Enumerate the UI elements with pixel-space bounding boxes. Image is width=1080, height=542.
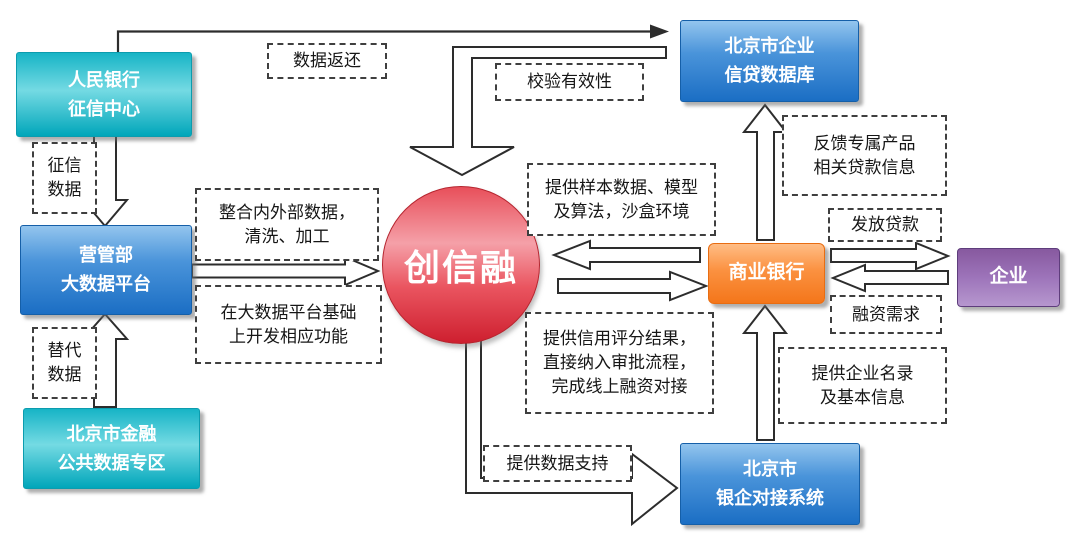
node-label: 商业银行 — [728, 262, 805, 284]
arrow-core-to-bankent — [465, 337, 679, 527]
label-data-return: 数据返还 — [267, 43, 387, 79]
label-credit-data: 征信 数据 — [32, 142, 97, 214]
label-develop-functions: 在大数据平台基础 上开发相应功能 — [195, 285, 382, 364]
arrow-bankent-to-bank — [741, 304, 789, 441]
label-line: 完成线上融资对接 — [551, 376, 688, 396]
label-sample-data-sandbox: 提供样本数据、模型 及算法，沙盒环境 — [527, 163, 716, 236]
label-line: 提供样本数据、模型 — [545, 177, 698, 197]
node-bank-enterprise-system: 北京市 银企对接系统 — [680, 443, 860, 525]
arrow-bank-to-creditdb — [741, 103, 789, 241]
node-commercial-bank: 商业银行 — [708, 243, 825, 304]
label-line: 及基本信息 — [820, 387, 905, 407]
label-financing-demand: 融资需求 — [830, 295, 942, 334]
arrow-bigdata-to-core — [191, 255, 381, 287]
node-label-line: 北京市 — [743, 459, 797, 480]
label-line: 数据返还 — [293, 51, 361, 71]
node-label: 企业 — [989, 266, 1028, 288]
label-line: 在大数据平台基础 — [220, 302, 357, 322]
node-label-line: 人民银行 — [68, 69, 140, 90]
node-enterprise: 企业 — [957, 248, 1060, 307]
label-line: 清洗、加工 — [244, 226, 330, 246]
node-financial-data-zone: 北京市金融 公共数据专区 — [23, 408, 200, 489]
label-feedback-loan-info: 反馈专属产品 相关贷款信息 — [782, 115, 947, 196]
label-line: 提供企业名录 — [811, 363, 914, 383]
node-label-line: 信贷数据库 — [724, 65, 815, 85]
arrow-core-to-bank — [557, 270, 709, 302]
label-credit-score-results: 提供信用评分结果， 直接纳入审批流程， 完成线上融资对接 — [525, 312, 714, 414]
label-line: 征信 — [47, 156, 82, 176]
node-bigdata-platform: 营管部 大数据平台 — [20, 225, 192, 315]
node-label-line: 银企对接系统 — [716, 488, 824, 508]
label-line: 直接纳入审批流程， — [543, 353, 696, 373]
label-line: 数据 — [47, 180, 82, 199]
arrow-bank-to-enterprise — [830, 241, 951, 271]
node-label-line: 北京市金融 — [66, 423, 157, 444]
arrow-bank-to-core — [551, 239, 701, 271]
node-pboc-credit-center: 人民银行 征信中心 — [16, 52, 192, 137]
label-alternative-data: 替代 数据 — [32, 327, 97, 399]
node-enterprise-credit-database: 北京市企业 信贷数据库 — [680, 20, 859, 102]
label-line: 校验有效性 — [527, 72, 612, 92]
label-line: 融资需求 — [852, 304, 920, 324]
label-line: 替代 — [47, 341, 82, 361]
label-data-support: 提供数据支持 — [483, 445, 632, 482]
label-issue-loans: 发放贷款 — [828, 208, 942, 242]
node-label: 创信融 — [403, 247, 518, 288]
node-label-line: 北京市企业 — [724, 36, 815, 57]
arrowhead-data-return — [650, 24, 669, 39]
label-line: 相关贷款信息 — [813, 157, 916, 177]
arrow-enterprise-to-bank — [830, 263, 949, 293]
label-line: 数据 — [47, 365, 82, 384]
label-line: 反馈专属产品 — [813, 133, 916, 153]
label-line: 整合内外部数据， — [219, 202, 355, 222]
label-line: 提供数据支持 — [506, 453, 609, 473]
label-enterprise-directory: 提供企业名录 及基本信息 — [778, 347, 947, 424]
label-integrate-data: 整合内外部数据， 清洗、加工 — [195, 188, 379, 261]
line-data-return — [116, 30, 650, 52]
node-chuangxinrong-core: 创信融 — [382, 186, 540, 344]
label-line: 发放贷款 — [851, 215, 919, 235]
node-label-line: 公共数据专区 — [57, 452, 166, 473]
arrow-creditdb-to-core — [409, 46, 667, 177]
label-line: 上开发相应功能 — [229, 326, 348, 346]
label-line: 提供信用评分结果， — [543, 329, 696, 349]
label-validate-effectiveness: 校验有效性 — [495, 63, 644, 101]
node-label-line: 征信中心 — [68, 98, 140, 119]
node-label-line: 大数据平台 — [61, 274, 151, 294]
node-label-line: 营管部 — [79, 245, 133, 266]
label-line: 及算法，沙盒环境 — [553, 201, 690, 221]
